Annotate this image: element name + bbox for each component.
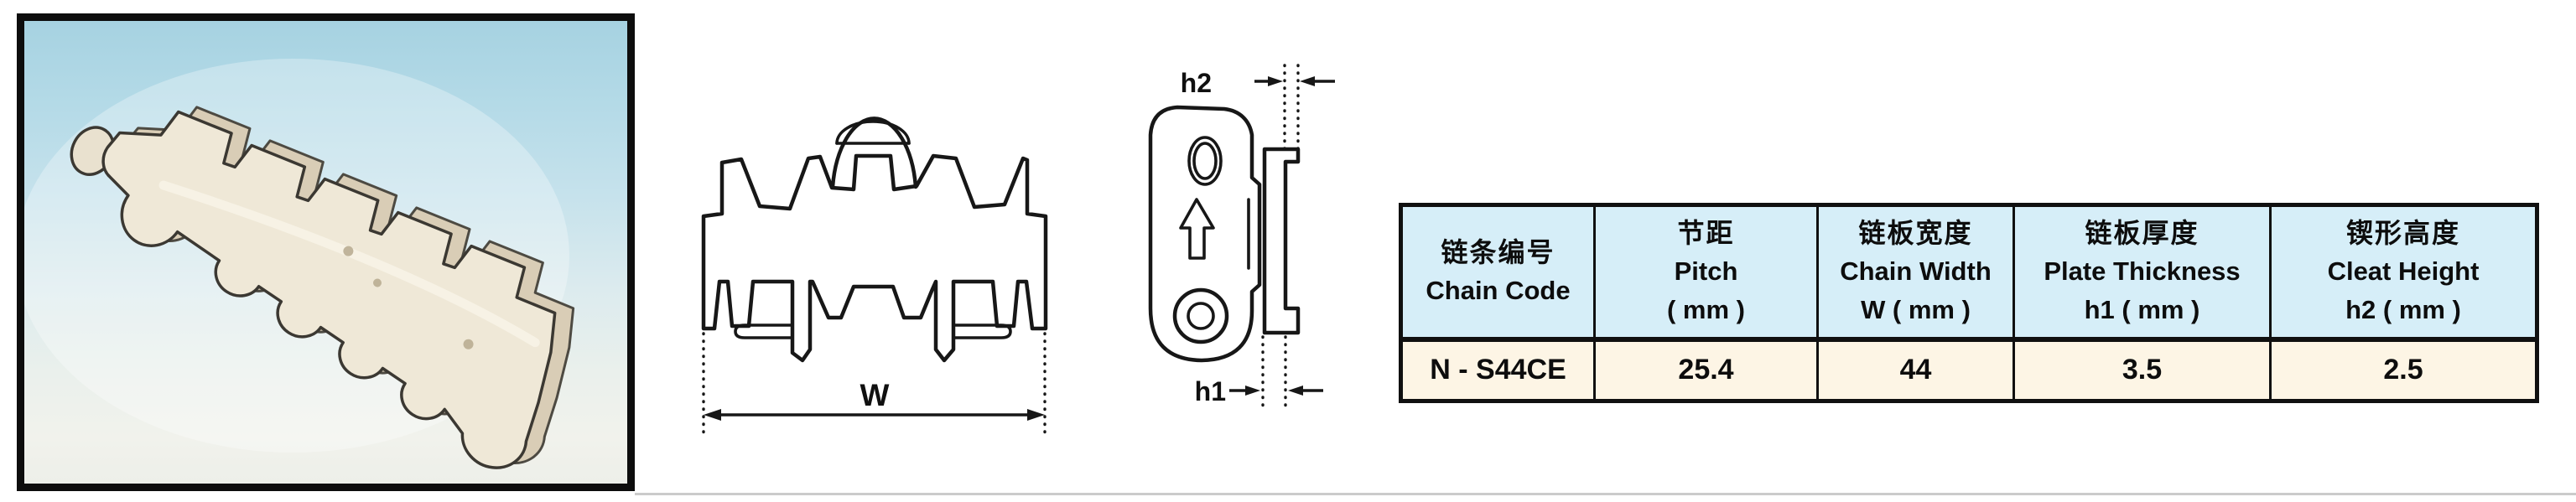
header-unit: W ( mm ) [1861, 295, 1971, 325]
cell-cleat-height: 2.5 [2269, 338, 2539, 403]
front-view-outline [701, 153, 1048, 363]
header-en: Chain Width [1840, 256, 1992, 287]
h2-arrowhead-right [1300, 76, 1315, 86]
chain-detail-dot [372, 278, 382, 287]
h1-arrowhead-right [1288, 386, 1303, 396]
front-view-right-rail [953, 323, 1012, 339]
side-view-direction-arrow [1179, 198, 1215, 260]
column-header-chain-code: 链条编号 Chain Code [1399, 203, 1596, 342]
header-zh: 链板厚度 [2085, 218, 2199, 249]
cell-plate-thickness: 3.5 [2012, 338, 2272, 403]
w-arrowhead-right [1027, 409, 1045, 421]
cell-pitch: 25.4 [1593, 338, 1819, 403]
front-view-drawing: W [701, 116, 1048, 435]
chain-detail-dot [463, 339, 474, 349]
side-view-cleat-bracket [1262, 147, 1301, 335]
dimension-label-h2: h2 [1181, 68, 1212, 98]
w-arrowhead-left [704, 409, 721, 421]
side-view-slot-outer [1187, 136, 1223, 186]
chain-detail-dot [343, 246, 354, 256]
column-header-pitch: 节距 Pitch ( mm ) [1593, 203, 1819, 342]
header-en: Pitch [1674, 256, 1738, 287]
cell-chain-width: 44 [1816, 338, 2015, 403]
scan-artifact-line [635, 493, 2576, 495]
column-header-chain-width: 链板宽度 Chain Width W ( mm ) [1816, 203, 2015, 342]
spec-table: 链条编号 Chain Code 节距 Pitch ( mm ) 链板宽度 Cha… [1399, 203, 2539, 403]
chain-object [55, 68, 618, 480]
header-unit: h1 ( mm ) [2084, 295, 2200, 325]
header-zh: 锲形高度 [2345, 218, 2460, 249]
side-view-pin-outer [1172, 287, 1229, 344]
spec-table-data-row: N - S44CE 25.4 44 3.5 2.5 [1399, 338, 2539, 403]
chain-highlight [158, 180, 540, 348]
side-view-drawing: h2 h1 [1148, 64, 1335, 412]
product-photo-panel [17, 13, 635, 491]
header-en: Cleat Height [2327, 256, 2480, 287]
technical-drawings: W h2 h1 [701, 64, 1335, 435]
header-en: Plate Thickness [2044, 256, 2241, 287]
header-zh: 节距 [1677, 218, 1735, 249]
side-view-slot-inner [1192, 142, 1218, 180]
header-zh: 链板宽度 [1858, 218, 1973, 249]
column-header-plate-thickness: 链板厚度 Plate Thickness h1 ( mm ) [2012, 203, 2272, 342]
front-view-dome-outer [830, 116, 918, 189]
h2-arrowhead-left [1268, 76, 1283, 86]
dimension-label-w: W [860, 378, 890, 412]
header-en: Chain Code [1426, 276, 1571, 306]
front-view-left-rail [734, 323, 793, 339]
dimension-label-h1: h1 [1195, 376, 1226, 406]
spec-table-header-row: 链条编号 Chain Code 节距 Pitch ( mm ) 链板宽度 Cha… [1399, 203, 2539, 342]
side-view-pin-inner [1187, 302, 1215, 330]
h1-arrowhead-left [1245, 386, 1260, 396]
header-unit: h2 ( mm ) [2345, 295, 2461, 325]
cell-chain-code: N - S44CE [1399, 338, 1596, 403]
front-view-dome-inner [835, 120, 911, 145]
side-view-link-outline [1148, 105, 1262, 363]
chain-photo [24, 59, 618, 480]
header-zh: 链条编号 [1441, 237, 1555, 268]
header-unit: ( mm ) [1667, 295, 1745, 325]
column-header-cleat-height: 锲形高度 Cleat Height h2 ( mm ) [2269, 203, 2539, 342]
